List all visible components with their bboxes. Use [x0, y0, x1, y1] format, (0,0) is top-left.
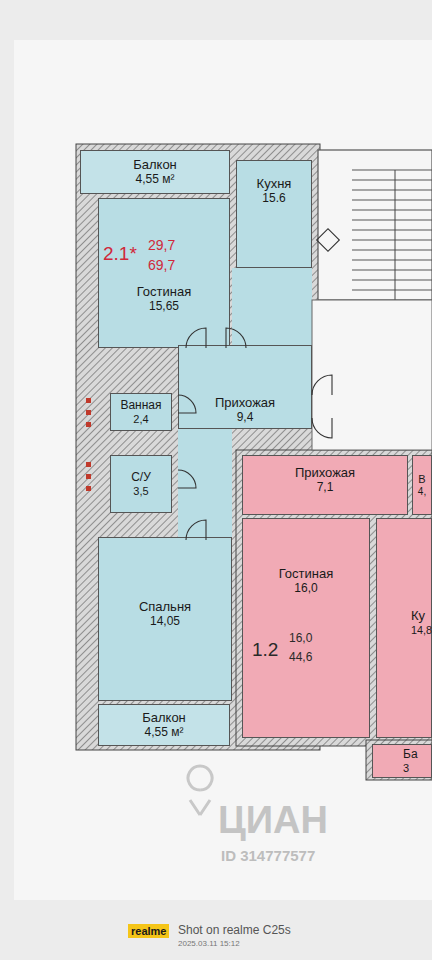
door-swing: [312, 418, 332, 438]
apartment-number: 1.2: [252, 640, 278, 661]
watermark: ЦИАН: [218, 800, 328, 842]
room-name: Гостиная: [279, 567, 334, 582]
room-area: 4,55 м²: [145, 726, 184, 740]
room-area: 9,4: [237, 411, 254, 425]
room-name: Прихожая: [215, 396, 275, 411]
room: Ба3: [372, 744, 432, 778]
room-name: Прихожая: [295, 466, 355, 481]
room: Ку14,8: [376, 518, 432, 738]
corridor: [178, 428, 232, 540]
photo-caption: Shot on realme C25s: [178, 924, 291, 937]
wall: [236, 450, 432, 746]
sheet: [14, 40, 432, 900]
room: С/У3,5: [110, 455, 172, 513]
door-swing: [226, 328, 246, 348]
photo-date: 2025.03.11 15:12: [178, 940, 240, 949]
stairs: [352, 170, 432, 290]
living-area: 29,7: [148, 238, 175, 253]
room: В4,: [412, 455, 432, 515]
stair-step: [352, 170, 432, 171]
room-name: С/У: [131, 471, 151, 485]
watermark-pin: [188, 766, 212, 815]
room-name: Балкон: [133, 158, 177, 173]
stair-well: [318, 150, 432, 300]
room-area: 15.6: [262, 192, 285, 206]
room-area: 3: [403, 762, 409, 775]
room-area: 16,0: [294, 582, 317, 596]
stair-step: [352, 200, 432, 201]
sink: [317, 229, 340, 252]
room: Гостиная16,0: [242, 518, 370, 738]
door-swing: [186, 328, 206, 348]
brand-badge: realme: [128, 924, 169, 938]
total-area: 44,6: [289, 651, 312, 664]
door-swing: [186, 520, 206, 540]
wall: [366, 740, 432, 780]
room-area: 7,1: [317, 481, 334, 495]
room-name: Ку: [411, 609, 425, 624]
total-area: 69,7: [148, 258, 175, 273]
room-name: Ба: [403, 748, 418, 762]
room-name: Ванная: [120, 399, 161, 413]
room: Балкон4,55 м²: [80, 150, 230, 194]
door-swing: [178, 470, 196, 488]
stair-step: [352, 270, 432, 271]
room-area: 15,65: [149, 300, 179, 314]
stair-step: [352, 220, 432, 221]
stair-step: [352, 240, 432, 241]
stair-step: [352, 250, 432, 251]
room: Ванная2,4: [110, 393, 172, 431]
door-swing: [178, 395, 196, 413]
apartment-number: 2.1*: [103, 244, 137, 265]
room: Прихожая7,1: [242, 455, 408, 515]
room-name: Гостиная: [137, 285, 192, 300]
room: Спальня14,05: [98, 537, 232, 701]
stair-step: [352, 180, 432, 181]
room: Прихожая9,4: [178, 345, 312, 429]
room-name: Балкон: [142, 711, 186, 726]
room-area: 14,8: [411, 624, 432, 636]
door-swing: [312, 375, 332, 395]
room: Балкон4,55 м²: [98, 704, 230, 746]
room-name: В: [418, 473, 425, 486]
landing: [312, 300, 432, 450]
room-area: 2,4: [133, 413, 148, 426]
living-area: 16,0: [289, 632, 312, 645]
room-area: 4,55 м²: [136, 173, 175, 187]
room: Кухня15.6: [236, 160, 312, 268]
room-area: 3,5: [133, 485, 148, 498]
stair-rail: [395, 170, 396, 300]
watermark-id: ID 314777577: [221, 848, 315, 865]
room-area: 4,: [418, 486, 426, 498]
window-marks: [86, 398, 91, 491]
room-name: Кухня: [257, 177, 292, 192]
room-name: Спальня: [139, 600, 191, 615]
stair-step: [352, 190, 432, 191]
stair-step: [352, 230, 432, 231]
stair-step: [352, 210, 432, 211]
stair-step: [352, 260, 432, 261]
stair-step: [352, 280, 432, 281]
stair-step: [352, 290, 432, 291]
room-area: 14,05: [150, 615, 180, 629]
corridor: [232, 268, 312, 348]
